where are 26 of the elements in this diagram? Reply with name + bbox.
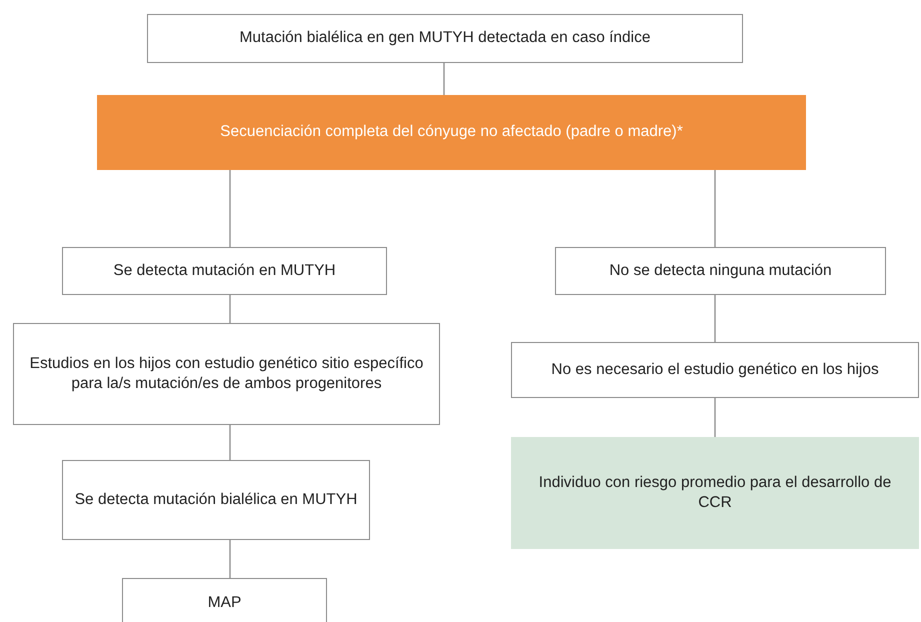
connector-line bbox=[229, 295, 231, 323]
node-text: No es necesario el estudio genético en los hijos bbox=[551, 360, 879, 380]
outcome-box bbox=[122, 578, 327, 622]
result-box bbox=[62, 460, 370, 540]
connector-line bbox=[229, 425, 231, 460]
connector-line bbox=[714, 295, 716, 342]
node-text: MAP bbox=[208, 592, 242, 613]
connector-line bbox=[229, 540, 231, 578]
result-box bbox=[62, 247, 387, 295]
process-box bbox=[511, 342, 919, 398]
connector-line bbox=[443, 63, 445, 95]
node-text: Se detecta mutación bialélica en MUTYH bbox=[74, 490, 358, 510]
process-box bbox=[13, 323, 440, 425]
node-text: Secuenciación completa del cónyuge no afectado (padre o madre)* bbox=[220, 122, 683, 142]
connector-line bbox=[714, 398, 716, 437]
node-text: Se detecta mutación en MUTYH bbox=[113, 260, 336, 281]
process-box bbox=[97, 95, 806, 170]
node-text: Individuo con riesgo promedio para el desarrollo de CCR bbox=[538, 472, 892, 513]
connector-line bbox=[229, 170, 231, 247]
connector-line bbox=[714, 170, 716, 247]
process-box bbox=[147, 14, 743, 63]
outcome-box bbox=[511, 437, 919, 549]
node-text: Estudios en los hijos con estudio genético sitio específico para la/s mutación/es de ambos progenitores bbox=[28, 354, 424, 394]
node-text: Mutación bialélica en gen MUTYH detectada en caso índice bbox=[240, 28, 650, 48]
result-box bbox=[555, 247, 886, 295]
node-text: No se detecta ninguna mutación bbox=[609, 260, 832, 281]
